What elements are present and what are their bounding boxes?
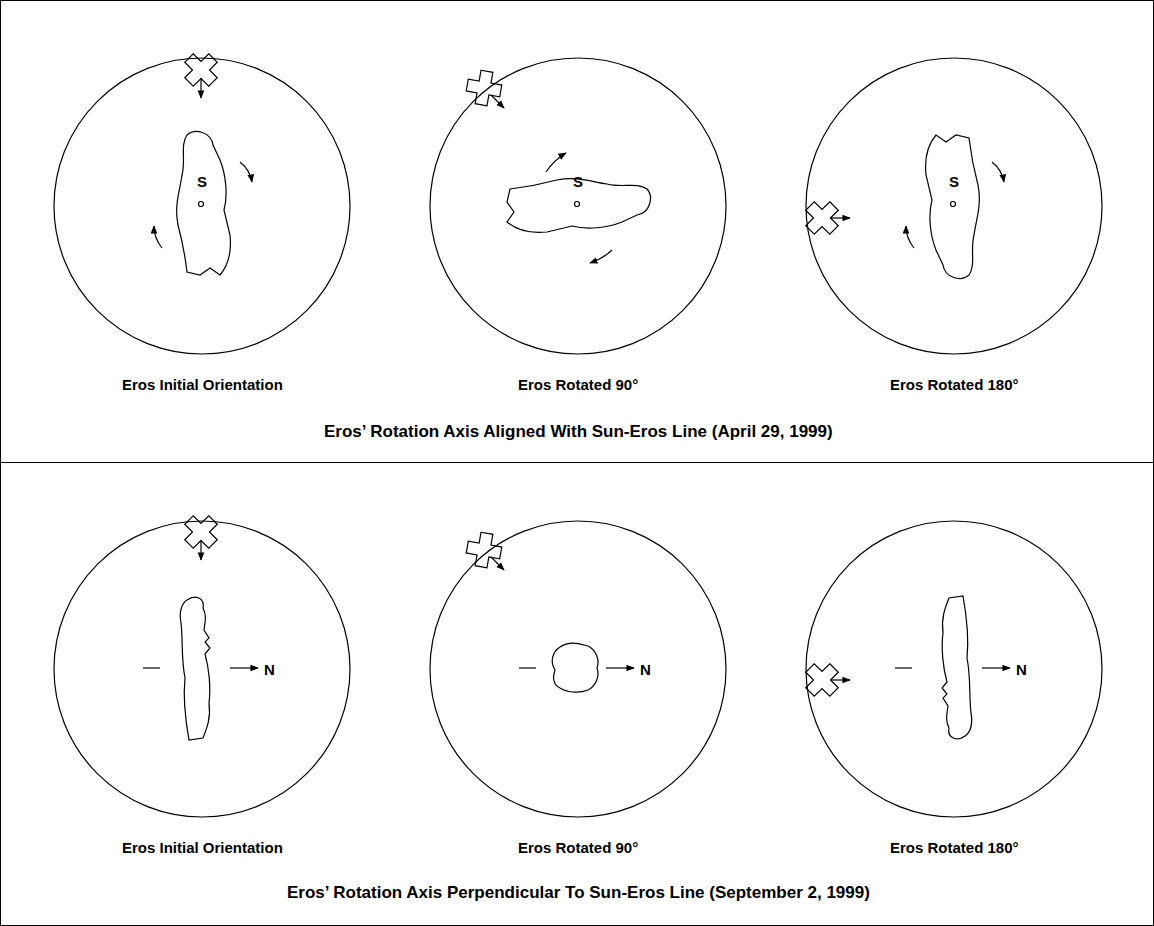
sun-marker: S xyxy=(197,173,207,190)
north-marker: N xyxy=(1016,661,1027,678)
north-marker: N xyxy=(264,661,275,678)
view-circle: Eros Rotated 180°N xyxy=(806,521,1102,817)
view-caption: Eros Rotated 180° xyxy=(890,839,1019,856)
view-caption: Eros Rotated 90° xyxy=(518,839,638,856)
panel-title: Eros’ Rotation Axis Aligned With Sun-Ero… xyxy=(324,422,833,442)
view-circle: Eros Initial OrientationS xyxy=(54,58,350,354)
view-caption: Eros Initial Orientation xyxy=(122,376,283,393)
sun-marker: S xyxy=(949,173,959,190)
circle-outline xyxy=(806,58,1102,354)
north-marker: N xyxy=(640,661,651,678)
circle-outline xyxy=(806,521,1102,817)
circle-outline xyxy=(430,58,726,354)
panel-title: Eros’ Rotation Axis Perpendicular To Sun… xyxy=(287,883,870,903)
sun-marker: S xyxy=(573,173,583,190)
view-caption: Eros Initial Orientation xyxy=(122,839,283,856)
panel-band: Eros’ Rotation Axis Perpendicular To Sun… xyxy=(0,462,1154,926)
view-circle: Eros Rotated 90°S xyxy=(430,58,726,354)
panel-band: Eros’ Rotation Axis Aligned With Sun-Ero… xyxy=(0,0,1154,463)
view-caption: Eros Rotated 90° xyxy=(518,376,638,393)
view-circle: Eros Initial OrientationN xyxy=(54,521,350,817)
circle-outline xyxy=(54,58,350,354)
circle-outline xyxy=(430,521,726,817)
view-circle: Eros Rotated 180°S xyxy=(806,58,1102,354)
circle-outline xyxy=(54,521,350,817)
view-circle: Eros Rotated 90°N xyxy=(430,521,726,817)
view-caption: Eros Rotated 180° xyxy=(890,376,1019,393)
